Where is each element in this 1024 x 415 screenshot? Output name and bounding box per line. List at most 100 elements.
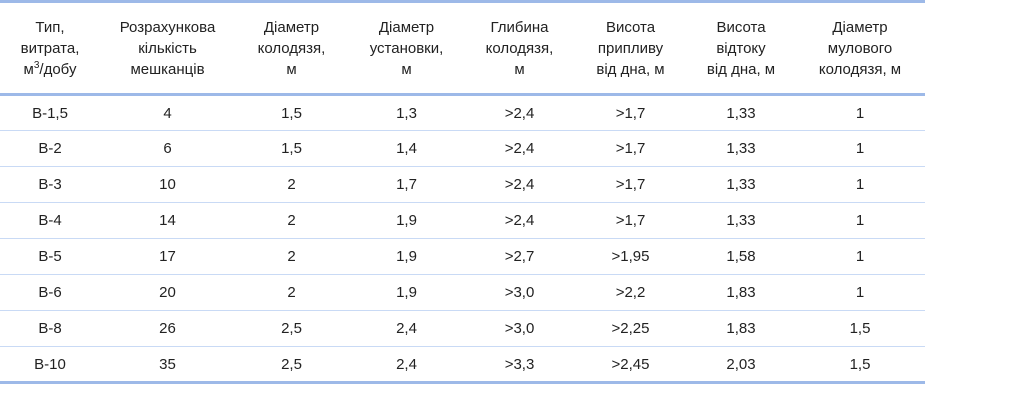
header-inflow-height: Висота припливу від дна, м <box>574 2 687 95</box>
header-unit-diameter-line2: установки, <box>369 39 444 57</box>
cell-inflow-height: >1,7 <box>615 212 646 229</box>
header-well-depth-line3: м <box>514 60 525 78</box>
table-row: В-2 6 1,5 1,4 >2,4 >1,7 1,33 1 <box>0 131 925 167</box>
table-row: В-1,5 4 1,5 1,3 >2,4 >1,7 1,33 1 <box>0 95 925 131</box>
cell-inflow-height: >2,45 <box>611 355 650 373</box>
cell-well-depth: >2,4 <box>504 176 535 193</box>
cell-outflow-height: 1,83 <box>726 284 756 301</box>
cell-well-diameter: 2,5 <box>281 355 302 373</box>
header-sludge-well-diameter-line3: колодязя, м <box>818 60 902 78</box>
cell-inflow-height: >1,7 <box>615 140 646 157</box>
header-sludge-well-diameter-line2: мулового <box>827 39 893 57</box>
cell-outflow-height: 2,03 <box>726 355 756 373</box>
cell-well-diameter: 2 <box>287 284 296 301</box>
header-residents-line2: кількість <box>138 39 197 57</box>
header-residents-line1: Розрахункова <box>119 18 216 36</box>
cell-sludge-well-diameter: 1 <box>855 212 865 229</box>
header-type-line3: м3/добу <box>0 59 100 80</box>
cell-outflow-height: 1,33 <box>726 176 756 193</box>
cell-well-diameter: 1,5 <box>281 104 302 122</box>
header-inflow-height-line2: припливу <box>597 39 664 57</box>
header-well-depth: Глибина колодязя, м <box>465 2 574 95</box>
header-well-diameter: Діаметр колодязя, м <box>235 2 348 95</box>
header-well-diameter-line2: колодязя, <box>257 39 326 57</box>
header-well-depth-line2: колодязя, <box>485 39 554 57</box>
table-row: В-4 14 2 1,9 >2,4 >1,7 1,33 1 <box>0 203 925 239</box>
table-body: В-1,5 4 1,5 1,3 >2,4 >1,7 1,33 1 В-2 6 1… <box>0 95 925 383</box>
header-type-line1: Тип, <box>35 18 65 36</box>
table-row: В-5 17 2 1,9 >2,7 >1,95 1,58 1 <box>0 239 925 275</box>
cell-sludge-well-diameter: 1 <box>855 176 865 193</box>
cell-type: В-3 <box>38 176 62 193</box>
cell-sludge-well-diameter: 1 <box>855 284 865 301</box>
cell-sludge-well-diameter: 1,5 <box>849 320 871 337</box>
cell-type: В-2 <box>38 140 62 157</box>
header-type-unit-sup: 3 <box>33 59 40 71</box>
cell-well-depth: >3,3 <box>504 355 535 373</box>
header-inflow-height-line1: Висота <box>605 18 656 36</box>
cell-unit-diameter: 1,7 <box>396 176 417 193</box>
cell-unit-diameter: 1,9 <box>396 248 417 265</box>
header-outflow-height-line3: від дна, м <box>706 60 776 78</box>
cell-outflow-height: 1,33 <box>726 140 756 157</box>
header-type-unit-post: /добу <box>39 60 77 78</box>
cell-inflow-height: >1,95 <box>611 248 650 265</box>
table-row: В-3 10 2 1,7 >2,4 >1,7 1,33 1 <box>0 167 925 203</box>
cell-unit-diameter: 1,9 <box>396 284 417 301</box>
cell-inflow-height: >2,2 <box>615 284 646 301</box>
cell-sludge-well-diameter: 1 <box>855 140 865 157</box>
header-outflow-height-line1: Висота <box>716 18 766 36</box>
cell-residents: 6 <box>163 140 172 157</box>
cell-residents: 26 <box>159 320 176 337</box>
cell-well-diameter: 1,5 <box>281 140 302 157</box>
header-row: Тип, витрата, м3/добу Розрахункова кільк… <box>0 1 925 95</box>
cell-unit-diameter: 2,4 <box>396 355 417 373</box>
spec-table: Тип, витрата, м3/добу Розрахункова кільк… <box>0 1 925 383</box>
cell-well-depth: >3,0 <box>504 320 535 337</box>
cell-type: В-1,5 <box>32 104 68 122</box>
header-well-diameter-line3: м <box>286 60 297 78</box>
header-sludge-well-diameter: Діаметр мулового колодязя, м <box>795 2 925 95</box>
header-inflow-height-line3: від дна, м <box>596 60 665 78</box>
cell-outflow-height: 1,33 <box>726 212 756 229</box>
cell-well-depth: >2,4 <box>504 104 535 122</box>
table-row: В-8 26 2,5 2,4 >3,0 >2,25 1,83 1,5 <box>0 311 925 347</box>
cell-unit-diameter: 1,3 <box>396 104 417 122</box>
header-type-unit: м <box>23 60 34 78</box>
header-type-line2: витрата, <box>20 39 80 57</box>
cell-inflow-height: >2,25 <box>611 320 650 337</box>
cell-residents: 20 <box>159 284 176 301</box>
cell-residents: 17 <box>159 248 176 265</box>
cell-sludge-well-diameter: 1,5 <box>849 355 871 373</box>
table-row: В-6 20 2 1,9 >3,0 >2,2 1,83 1 <box>0 275 925 311</box>
header-residents-line3: мешканців <box>130 60 205 78</box>
cell-type: В-10 <box>34 355 66 373</box>
cell-well-depth: >2,4 <box>504 212 535 229</box>
cell-sludge-well-diameter: 1 <box>855 248 865 265</box>
header-well-depth-line1: Глибина <box>490 18 549 36</box>
cell-residents: 10 <box>159 176 176 193</box>
cell-residents: 4 <box>163 104 172 122</box>
header-type: Тип, витрата, м3/добу <box>0 2 100 95</box>
cell-well-diameter: 2 <box>287 212 296 229</box>
cell-type: В-6 <box>38 284 62 301</box>
cell-well-diameter: 2 <box>287 176 296 193</box>
cell-type: В-8 <box>38 320 62 337</box>
table-row: В-10 35 2,5 2,4 >3,3 >2,45 2,03 1,5 <box>0 347 925 383</box>
header-sludge-well-diameter-line1: Діаметр <box>832 18 888 36</box>
cell-well-depth: >3,0 <box>504 284 535 301</box>
cell-outflow-height: 1,83 <box>726 320 756 337</box>
cell-unit-diameter: 1,9 <box>396 212 417 229</box>
cell-type: В-5 <box>38 248 62 265</box>
cell-residents: 35 <box>159 355 176 373</box>
header-unit-diameter: Діаметр установки, м <box>348 2 465 95</box>
cell-outflow-height: 1,33 <box>726 104 756 122</box>
cell-sludge-well-diameter: 1 <box>855 104 865 122</box>
header-outflow-height: Висота відтоку від дна, м <box>687 2 795 95</box>
cell-residents: 14 <box>159 212 176 229</box>
cell-inflow-height: >1,7 <box>615 176 646 193</box>
header-residents: Розрахункова кількість мешканців <box>100 2 235 95</box>
header-well-diameter-line1: Діаметр <box>263 18 320 36</box>
cell-outflow-height: 1,58 <box>726 248 756 265</box>
cell-inflow-height: >1,7 <box>615 104 646 122</box>
